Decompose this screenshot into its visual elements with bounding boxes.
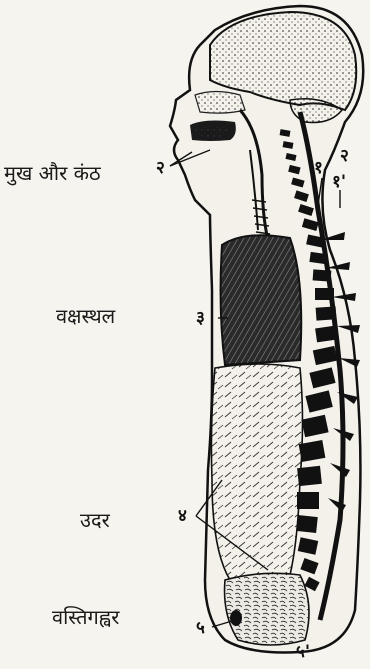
label-mouth-throat: मुख और कंठ	[4, 163, 101, 183]
marker-2-spine: २	[340, 148, 349, 165]
marker-1: १	[314, 160, 323, 177]
pelvic-cavity	[225, 573, 309, 645]
label-abdomen: उदर	[80, 510, 110, 530]
marker-2-mouth: २	[156, 160, 165, 177]
marker-3: ३	[196, 310, 205, 327]
abdomen-cavity	[211, 364, 302, 582]
marker-1-prime: १'	[332, 174, 346, 191]
label-pelvis: वस्तिगह्वर	[52, 607, 119, 627]
marker-5-prime: ५'	[296, 644, 310, 661]
marker-4: ४	[178, 508, 187, 525]
pelvic-mark	[230, 610, 242, 626]
chest-cavity	[221, 235, 302, 365]
label-chest: वक्षस्थल	[56, 306, 115, 326]
marker-5: ५	[196, 620, 205, 637]
nasal-cavity	[195, 92, 245, 114]
